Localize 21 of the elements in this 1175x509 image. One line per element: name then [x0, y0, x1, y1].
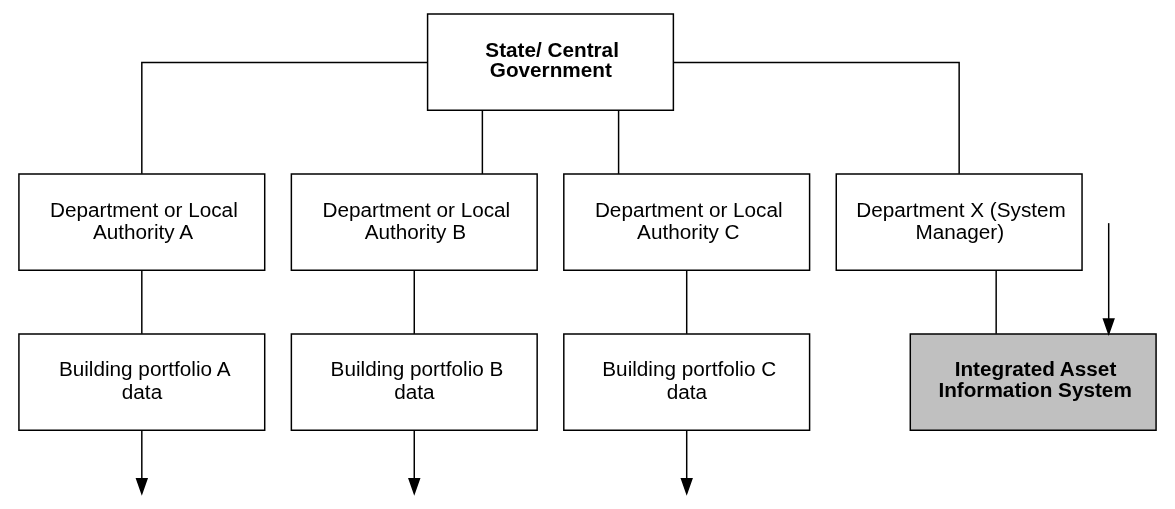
- connector: [413, 269, 415, 335]
- node-box: Building portfolio B data: [290, 333, 538, 431]
- connector: [685, 269, 688, 335]
- arrow: [408, 429, 421, 496]
- connector: [481, 109, 484, 175]
- connector: [141, 61, 429, 175]
- node-box: Department or Local Authority A: [18, 173, 266, 271]
- connector: [995, 269, 997, 335]
- arrow: [1102, 222, 1115, 336]
- connector: [141, 269, 143, 335]
- node-box: State/ Central Government: [426, 13, 675, 112]
- node-box: Integrated Asset Information System: [909, 333, 1157, 431]
- connector: [672, 61, 960, 175]
- connector: [617, 109, 620, 175]
- node-box: Building portfolio C data: [563, 333, 811, 431]
- arrow: [680, 429, 693, 496]
- arrow: [135, 429, 149, 496]
- node-box: Department or Local Authority B: [290, 173, 538, 271]
- node-box: Building portfolio A data: [18, 333, 266, 431]
- node-box: Department or Local Authority C: [563, 173, 811, 271]
- node-box: Department X (System Manager): [835, 173, 1083, 271]
